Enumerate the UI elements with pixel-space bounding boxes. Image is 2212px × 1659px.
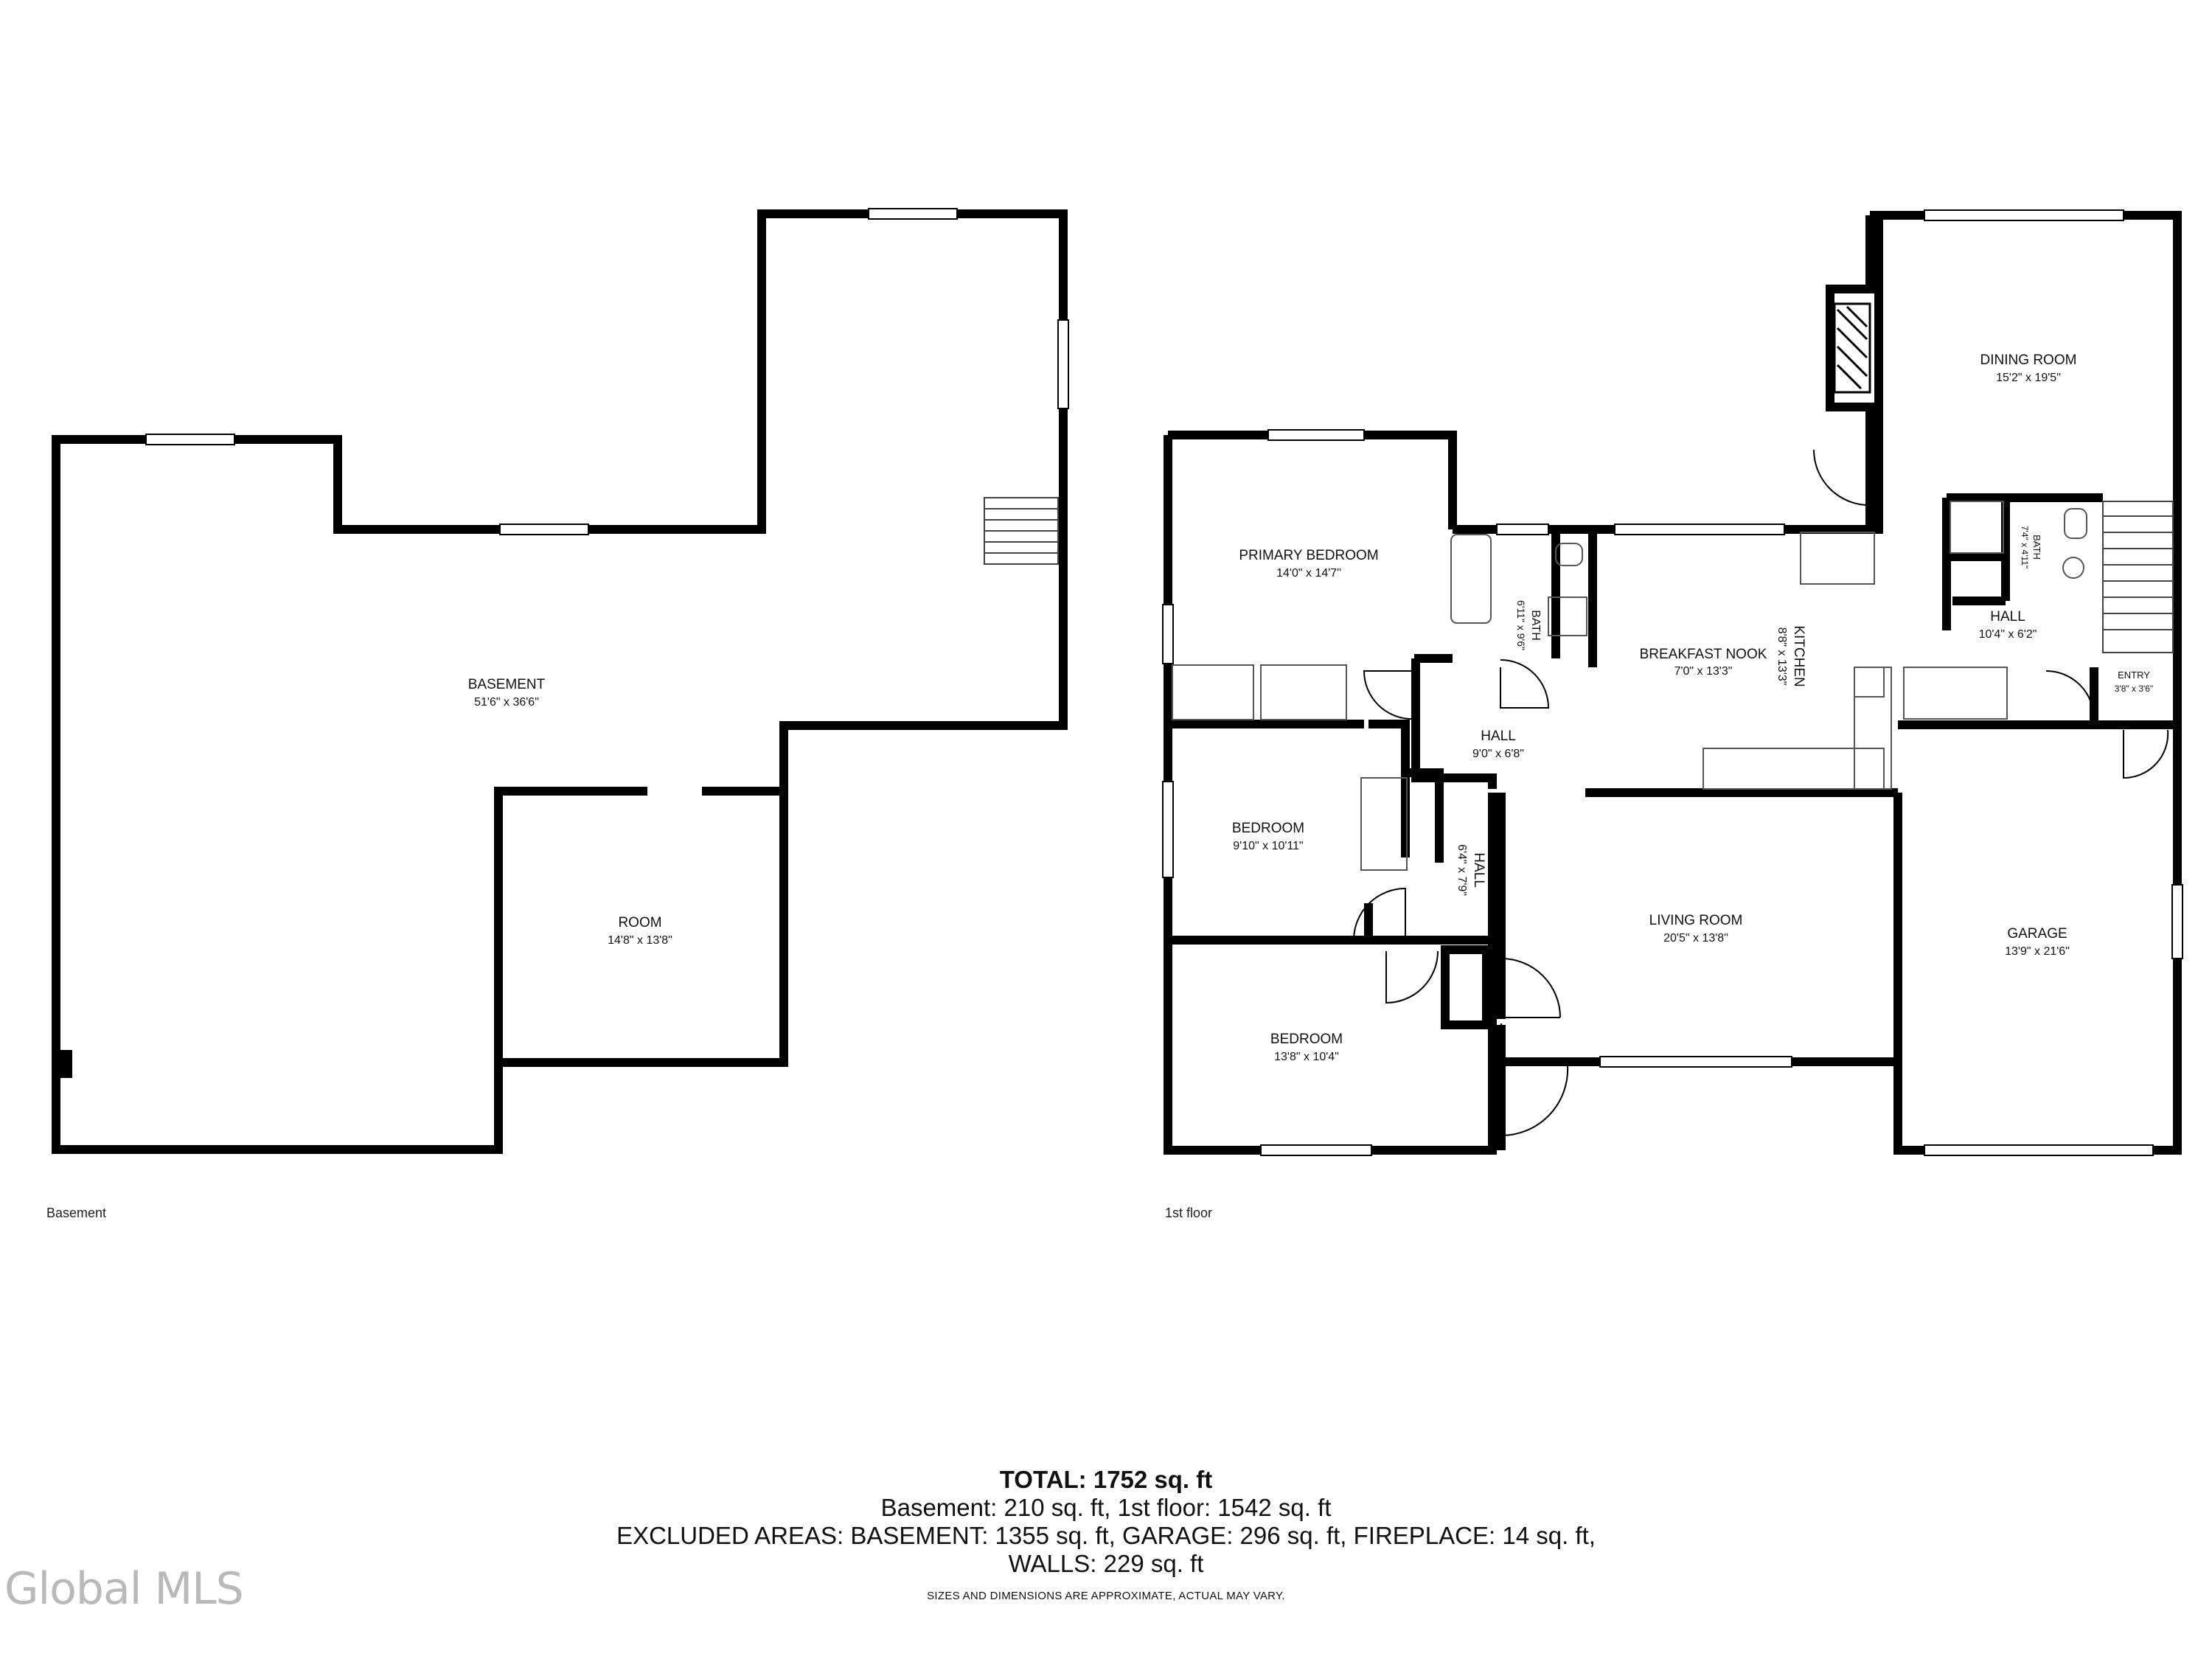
living-room-wall <box>1497 793 1902 1150</box>
room-dims-hall-2: 9'0" x 6'8" <box>1472 748 1524 760</box>
room-dims-hall-1: 10'4" x 6'2" <box>1979 628 2037 641</box>
room-dims-bedroom-1: 9'10" x 10'11" <box>1233 840 1303 852</box>
kitchen-wall <box>1585 218 1898 797</box>
room-label-hall-1: HALL <box>1990 609 2025 625</box>
door-swing <box>1353 887 1406 941</box>
total-area: TOTAL: 1752 sq. ft <box>999 1466 1213 1493</box>
shower-fixture <box>1950 501 2004 554</box>
room-dims-bath-1: 6'11" x 9'6" <box>1515 600 1527 650</box>
toilet-fixture <box>2064 508 2087 539</box>
floor-label-basement: Basement <box>46 1206 107 1220</box>
room-label-kitchen: KITCHEN <box>1791 625 1806 686</box>
room-label-hall-3: HALL <box>1471 852 1486 888</box>
room-dims-hall-3: 6'4" x 7'9" <box>1455 844 1468 896</box>
room-label-bedroom-1: BEDROOM <box>1232 821 1304 836</box>
window <box>1614 524 1785 535</box>
basement-window <box>868 208 958 220</box>
closet-shelf <box>1360 777 1408 871</box>
closet-shelf <box>1172 664 1254 720</box>
disclaimer: SIZES AND DIMENSIONS ARE APPROXIMATE, AC… <box>927 1590 1285 1602</box>
room-dims-dining-room: 15'2" x 19'5" <box>1996 372 2061 384</box>
room-label-garage: GARAGE <box>2007 926 2067 942</box>
basement-stairs <box>984 497 1059 565</box>
room-dims-bath-2: 7'4" x 4'11" <box>2020 526 2030 568</box>
room-label-basement: BASEMENT <box>468 677 546 692</box>
door-swing <box>1500 659 1550 709</box>
window <box>1924 209 2124 221</box>
closet-wall <box>1364 720 1491 1029</box>
room-dims-entry: 3'8" x 3'6" <box>2115 684 2153 694</box>
door-swing <box>2123 729 2169 779</box>
room-dims-living-room: 20'5" x 13'8" <box>1663 932 1728 945</box>
room-dims-breakfast-nook: 7'0" x 13'3" <box>1674 665 1733 678</box>
toilet-fixture <box>1555 543 1583 566</box>
room-label-primary-bedroom: PRIMARY BEDROOM <box>1239 548 1378 563</box>
room-dims-garage: 13'9" x 21'6" <box>2005 945 2070 958</box>
floor-label-first: 1st floor <box>1165 1206 1213 1220</box>
door-swing <box>1363 670 1413 720</box>
window <box>1260 1144 1372 1156</box>
room-dims-primary-bedroom: 14'0" x 14'7" <box>1276 567 1341 580</box>
basement-window <box>1057 319 1069 409</box>
watermark-logo: Global MLS <box>4 1563 244 1615</box>
walls-area: WALLS: 229 sq. ft <box>1008 1550 1204 1577</box>
window <box>1162 781 1174 878</box>
basement-window <box>499 524 589 535</box>
room-dims-bedroom-2: 13'8" x 10'4" <box>1274 1051 1339 1063</box>
stove-fixture <box>1854 667 1885 698</box>
kitchen-counter <box>1903 667 2008 720</box>
rear-bath-wall <box>1942 493 2103 729</box>
room-label-room: ROOM <box>618 915 661 931</box>
door-swing <box>1385 950 1439 1004</box>
door-swing <box>2045 670 2095 720</box>
sink-fixture <box>2062 557 2084 579</box>
floor-areas: Basement: 210 sq. ft, 1st floor: 1542 sq… <box>880 1494 1332 1521</box>
fireplace <box>1833 302 1871 394</box>
window <box>1599 1056 1792 1068</box>
basement-fixture <box>60 1050 72 1078</box>
room-label-living-room: LIVING ROOM <box>1649 913 1743 928</box>
window <box>1162 604 1174 664</box>
basement-window <box>145 434 235 445</box>
garage-door <box>1924 1144 2154 1156</box>
room-label-entry: ENTRY <box>2118 669 2150 681</box>
kitchen-counter <box>1800 532 1875 585</box>
room-wall <box>494 787 784 1062</box>
window <box>2171 884 2183 959</box>
basement-outer-wall <box>52 209 1068 1154</box>
first-floor-plan: PRIMARY BEDROOM 14'0" x 14'7" BATH 6'11"… <box>1162 209 2183 1156</box>
room-label-hall-2: HALL <box>1481 728 1516 744</box>
kitchen-counter <box>1703 748 1885 790</box>
window <box>1496 524 1549 535</box>
first-floor-stairs <box>2102 501 2174 653</box>
area-summary: TOTAL: 1752 sq. ft Basement: 210 sq. ft,… <box>0 1466 2212 1602</box>
room-dims-basement: 51'6" x 36'6" <box>474 696 539 709</box>
room-dims-kitchen: 8'8" x 13'3" <box>1775 627 1788 686</box>
door-swing <box>1500 958 1561 1018</box>
excluded-areas: EXCLUDED AREAS: BASEMENT: 1355 sq. ft, G… <box>616 1522 1596 1549</box>
basement-floor-plan: BASEMENT 51'6" x 36'6" ROOM 14'8" x 13'8… <box>52 208 1069 1154</box>
room-dims-room: 14'8" x 13'8" <box>608 934 672 947</box>
closet-shelf <box>1260 664 1347 720</box>
center-wall <box>1366 525 1865 946</box>
room-label-bedroom-2: BEDROOM <box>1270 1032 1343 1047</box>
room-label-breakfast-nook: BREAKFAST NOOK <box>1640 647 1767 662</box>
door-swing <box>1500 1023 1569 1137</box>
room-label-bath-2: BATH <box>2031 535 2042 560</box>
window <box>1267 429 1365 441</box>
sink-fixture <box>1548 597 1587 636</box>
room-label-dining-room: DINING ROOM <box>1980 352 2077 368</box>
bathtub-fixture <box>1450 534 1492 624</box>
kitchen-counter <box>1854 667 1892 790</box>
room-label-bath-1: BATH <box>1529 610 1542 640</box>
door-swing <box>1813 449 1871 507</box>
